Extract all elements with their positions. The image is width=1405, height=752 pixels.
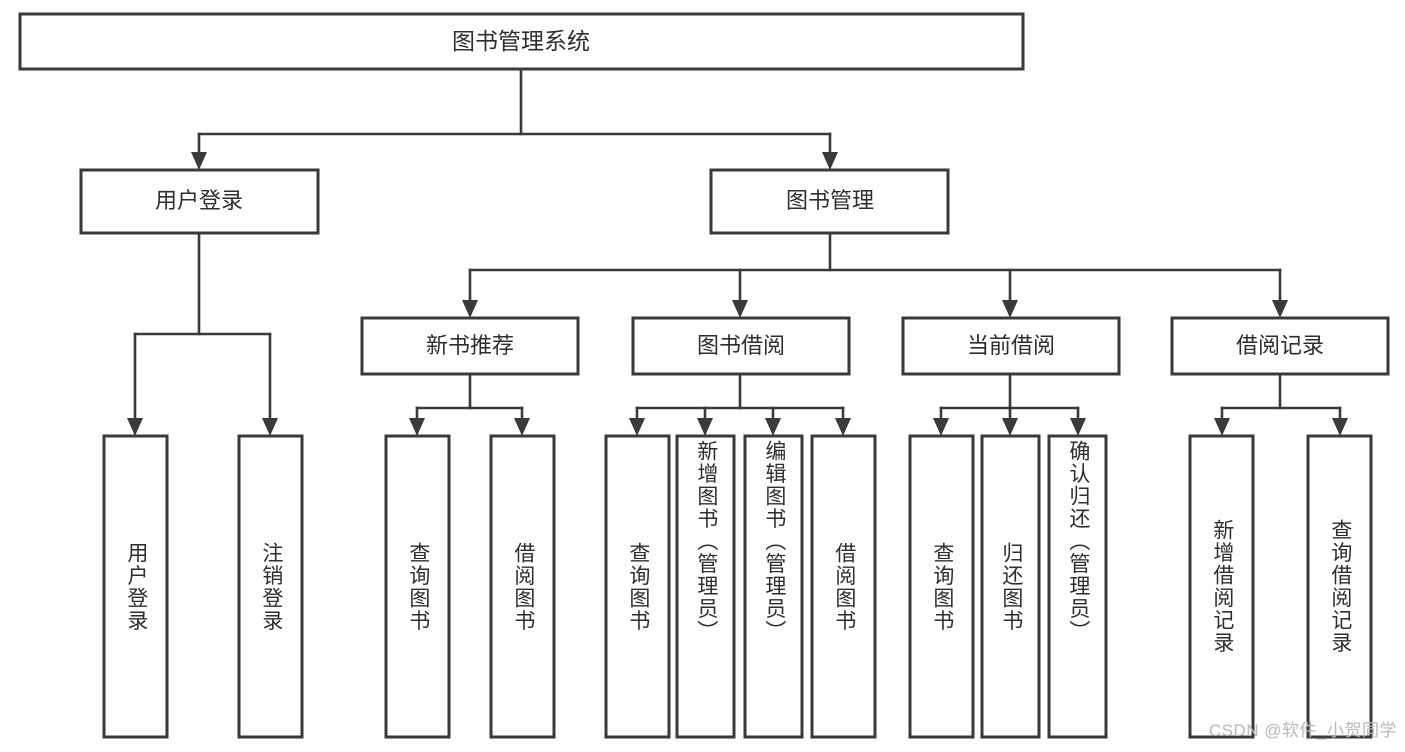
node-current-borrow[interactable]: 当前借阅 [901,316,1121,376]
leaf-box[interactable] [1047,434,1108,739]
connector-borrowrecord-to-leaves [1214,372,1348,436]
connector-newbook-to-leaves [409,372,530,436]
node-box [79,168,320,235]
node-box [360,316,580,376]
leaf-boxes-new-book-recommend [384,434,556,739]
leaf-box[interactable] [675,434,736,739]
node-label-current-borrow: 当前借阅 [967,333,1055,358]
leaf-box[interactable] [743,434,804,739]
leaf-box[interactable] [489,434,556,739]
arrow-icon [1332,418,1348,436]
arrow-icon [1272,300,1288,318]
arrow-icon [1002,418,1018,436]
node-box [709,168,950,235]
node-box [18,12,1025,71]
node-box [1170,316,1390,376]
arrow-icon [262,418,278,436]
connector-currentborrow-to-leaves [933,372,1086,436]
leaf-boxes-user-login [102,434,304,739]
connector-bookmanage-to-level2 [462,231,1288,318]
leaf-box[interactable] [1306,434,1373,739]
node-label-book-borrow: 图书借阅 [697,333,785,358]
leaf-box[interactable] [980,434,1041,739]
connector-root-to-level1 [191,67,838,170]
arrow-icon [514,418,530,436]
node-new-book-recommend[interactable]: 新书推荐 [360,316,580,376]
node-book-borrow[interactable]: 图书借阅 [631,316,851,376]
connector-bookborrow-to-leaves [629,372,851,436]
node-label-user-login: 用户登录 [155,188,243,213]
node-user-login[interactable]: 用户登录 [79,168,320,235]
arrow-icon [1070,418,1086,436]
leaf-boxes-current-borrow [908,434,1108,739]
leaf-box[interactable] [604,434,671,739]
leaf-box[interactable] [102,434,169,739]
arrow-icon [127,418,143,436]
arrow-icon [1002,300,1018,318]
node-book-manage[interactable]: 图书管理 [709,168,950,235]
leaf-box[interactable] [810,434,877,739]
node-box [901,316,1121,376]
node-label-book-manage: 图书管理 [786,188,874,213]
arrow-icon [409,418,425,436]
connector-userlogin-to-leaves [127,231,278,436]
arrow-icon [1214,418,1230,436]
arrow-icon [822,152,838,170]
leaf-box[interactable] [1188,434,1255,739]
leaf-box[interactable] [908,434,975,739]
node-box [631,316,851,376]
arrow-icon [697,418,713,436]
leaf-boxes-borrow-record [1188,434,1373,739]
node-label-root: 图书管理系统 [452,28,590,54]
arrow-icon [462,300,478,318]
arrow-icon [933,418,949,436]
arrow-icon [835,418,851,436]
watermark: CSDN @软件_小贺同学 [1208,721,1397,740]
arrow-icon [732,300,748,318]
node-borrow-record[interactable]: 借阅记录 [1170,316,1390,376]
node-root[interactable]: 图书管理系统 [18,12,1025,71]
leaf-boxes-book-borrow [604,434,877,739]
leaf-box[interactable] [384,434,451,739]
arrow-icon [629,418,645,436]
node-label-new-book-recommend: 新书推荐 [426,333,514,358]
node-label-borrow-record: 借阅记录 [1236,333,1324,358]
arrow-icon [191,152,207,170]
arrow-icon [765,418,781,436]
leaf-box[interactable] [237,434,304,739]
